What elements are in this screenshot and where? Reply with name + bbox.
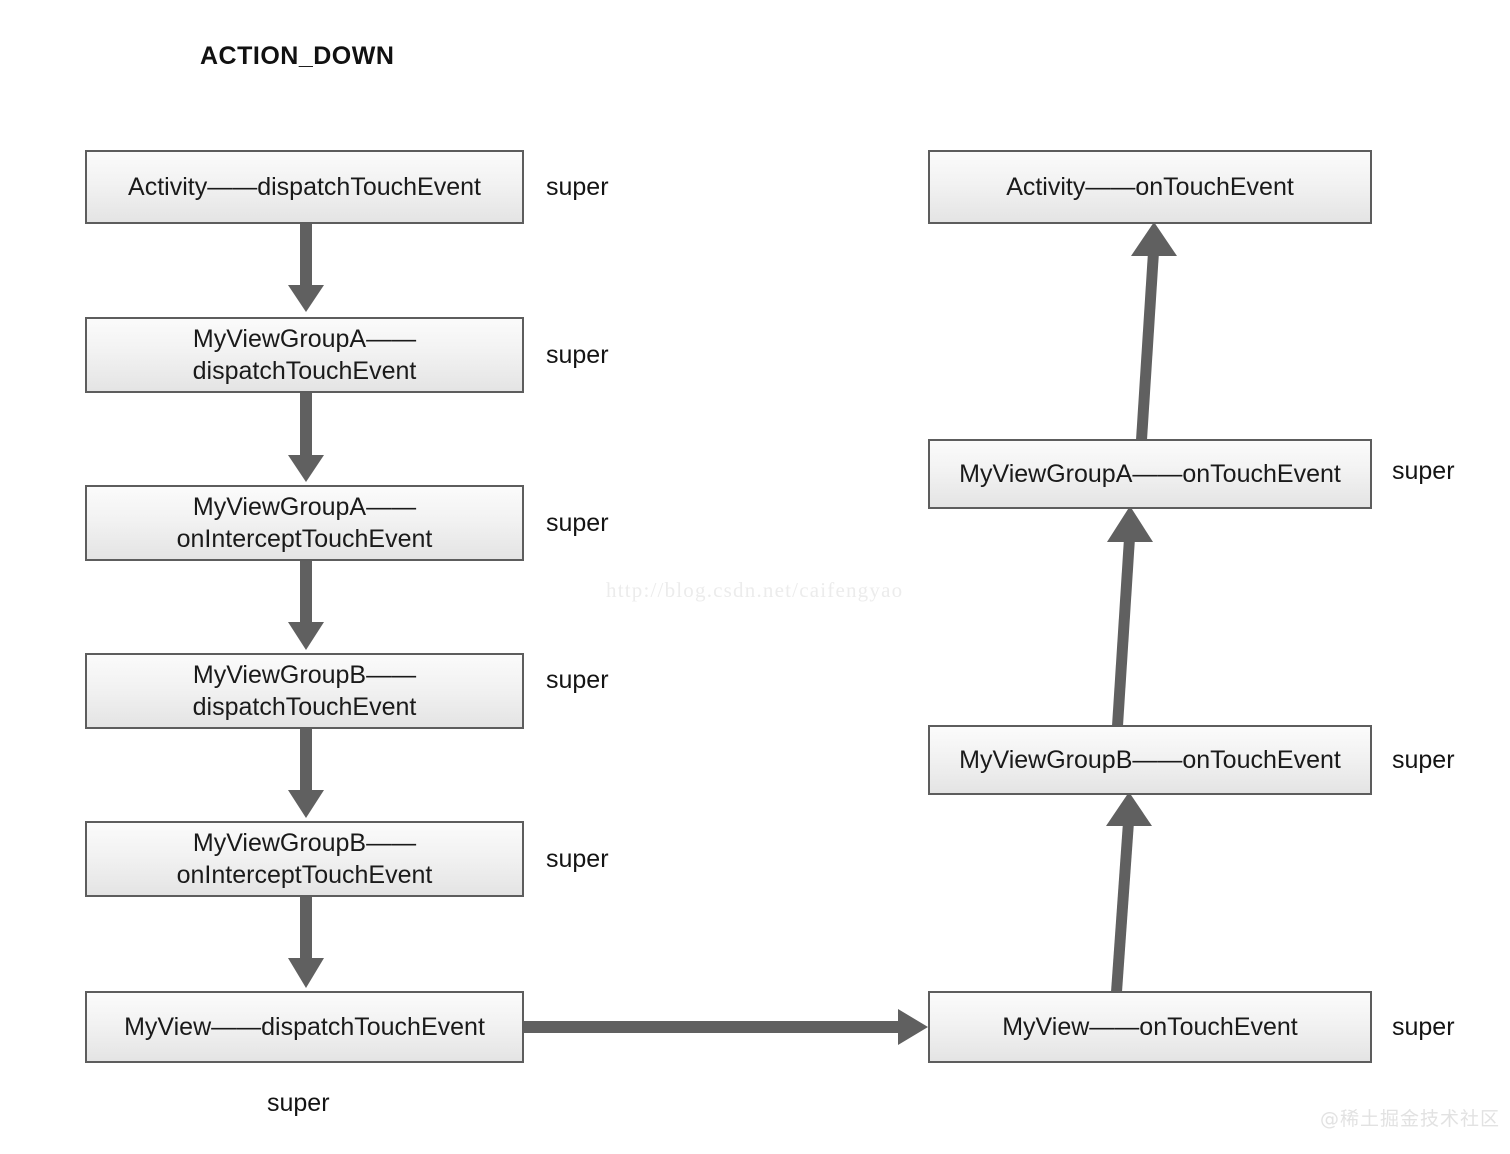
node-viewgroupa-ontouch[interactable]: MyViewGroupA——onTouchEvent	[928, 439, 1372, 509]
node-label: MyView——onTouchEvent	[1002, 1013, 1298, 1041]
node-label: MyViewGroupA—— dispatchTouchEvent	[192, 325, 417, 385]
super-label-viewgroupb-intercept: super	[546, 845, 609, 873]
super-label-myview-dispatch: super	[267, 1089, 330, 1117]
arrow-up-viewgroupa-to-activity	[1131, 222, 1177, 440]
super-label-viewgroupa-intercept: super	[546, 509, 609, 537]
arrow-down-viewgroupb-intercept-to-myview-dispatch	[288, 896, 324, 988]
node-viewgroupb-intercept[interactable]: MyViewGroupB—— onInterceptTouchEvent	[85, 821, 524, 897]
page-title: ACTION_DOWN	[200, 42, 395, 70]
node-label: Activity——onTouchEvent	[1006, 173, 1294, 201]
super-label-viewgroupb-ontouch: super	[1392, 746, 1455, 774]
super-label-viewgroupb-dispatch: super	[546, 666, 609, 694]
arrow-down-activity-to-viewgroupa	[288, 222, 324, 312]
node-label: MyViewGroupA—— onInterceptTouchEvent	[176, 493, 433, 553]
arrow-up-viewgroupb-to-viewgroupa	[1107, 506, 1153, 726]
node-label: MyViewGroupB—— dispatchTouchEvent	[192, 661, 417, 721]
node-myview-ontouch[interactable]: MyView——onTouchEvent	[928, 991, 1372, 1063]
node-label: Activity——dispatchTouchEvent	[128, 173, 481, 201]
arrow-down-viewgroupa-dispatch-to-intercept	[288, 392, 324, 482]
arrow-down-viewgroupa-intercept-to-viewgroupb-dispatch	[288, 560, 324, 650]
super-label-viewgroupa-dispatch: super	[546, 341, 609, 369]
node-label: MyView——dispatchTouchEvent	[124, 1013, 485, 1041]
arrow-down-viewgroupb-dispatch-to-intercept	[288, 728, 324, 818]
super-label-activity-dispatch: super	[546, 173, 609, 201]
node-activity-dispatch[interactable]: Activity——dispatchTouchEvent	[85, 150, 524, 224]
node-activity-ontouch[interactable]: Activity——onTouchEvent	[928, 150, 1372, 224]
super-label-myview-ontouch: super	[1392, 1013, 1455, 1041]
arrow-up-myview-to-viewgroupb	[1106, 792, 1152, 992]
node-viewgroupb-ontouch[interactable]: MyViewGroupB——onTouchEvent	[928, 725, 1372, 795]
node-label: MyViewGroupB——onTouchEvent	[959, 746, 1341, 774]
arrow-right-myview-dispatch-to-ontouch	[524, 1009, 928, 1045]
node-label: MyViewGroupB—— onInterceptTouchEvent	[176, 829, 433, 889]
watermark-brand: @稀土掘金技术社区	[1320, 1108, 1501, 1130]
node-viewgroupa-dispatch[interactable]: MyViewGroupA—— dispatchTouchEvent	[85, 317, 524, 393]
node-label: MyViewGroupA——onTouchEvent	[959, 460, 1341, 488]
node-viewgroupb-dispatch[interactable]: MyViewGroupB—— dispatchTouchEvent	[85, 653, 524, 729]
watermark-url: http://blog.csdn.net/caifengyao	[606, 578, 904, 602]
node-myview-dispatch[interactable]: MyView——dispatchTouchEvent	[85, 991, 524, 1063]
super-label-viewgroupa-ontouch: super	[1392, 457, 1455, 485]
node-viewgroupa-intercept[interactable]: MyViewGroupA—— onInterceptTouchEvent	[85, 485, 524, 561]
